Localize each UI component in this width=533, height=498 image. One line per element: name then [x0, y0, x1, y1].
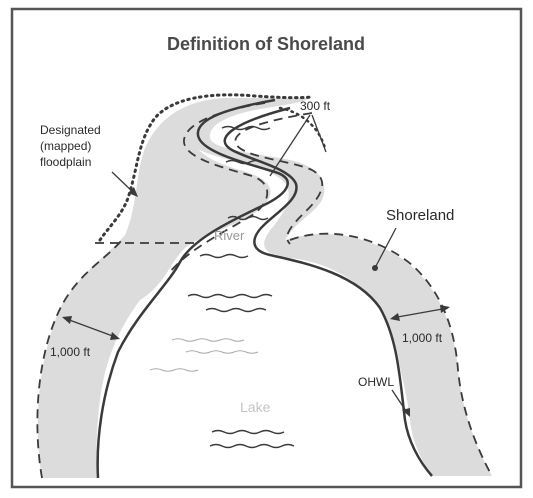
river-label: River — [214, 228, 245, 243]
water-ripples — [187, 125, 295, 449]
arrowhead-left-outer — [62, 316, 72, 324]
shoreland-boundary-left — [36, 239, 123, 479]
dimension-1000ft-right — [391, 307, 449, 319]
floodplain-label-line3: floodplain — [40, 155, 91, 169]
arrowhead-right-inner — [390, 313, 400, 321]
floodplain-boundary — [98, 93, 314, 242]
leader-lines — [63, 114, 449, 415]
ripple-faint-2 — [185, 350, 259, 354]
ripple-lake-2 — [205, 307, 267, 313]
floodplain-boundary-right — [278, 106, 327, 150]
left-1000ft-label: 1,000 ft — [50, 345, 91, 359]
floodplain-label-line2: (mapped) — [40, 139, 91, 153]
lake-area — [97, 246, 432, 478]
arrowhead-floodplain — [128, 187, 138, 197]
ohwl-line-right — [223, 106, 433, 477]
diagram-title: Definition of Shoreland — [167, 34, 365, 54]
ripple-lake-1 — [187, 293, 273, 299]
right-1000ft-label: 1,000 ft — [402, 331, 443, 345]
shoreland-label: Shoreland — [386, 207, 454, 224]
ripple-faint-3 — [149, 368, 199, 372]
leader-300ft-right — [311, 114, 327, 153]
setback-300-label: 300 ft — [300, 99, 331, 113]
dimension-1000ft-left — [63, 317, 119, 339]
ohwl-line-left — [96, 98, 289, 479]
ripple-river-4 — [199, 253, 249, 259]
lake-label: Lake — [240, 399, 271, 415]
arrowhead-ohwl — [402, 408, 410, 417]
setback-300-right — [234, 112, 324, 245]
ohwl-label: OHWL — [358, 375, 394, 389]
ripple-river-2 — [225, 159, 263, 165]
ripple-lake-3 — [211, 429, 285, 435]
floodplain-label-line1: Designated — [40, 123, 101, 137]
leader-shoreland — [375, 227, 397, 267]
leader-300ft-left — [269, 114, 311, 177]
ripple-lake-4 — [209, 443, 295, 449]
setback-300-left — [169, 102, 269, 273]
shoreland-zone — [37, 98, 492, 478]
shoreland-marker-dot — [372, 265, 378, 271]
water-ripples-faint — [149, 338, 259, 372]
arrowhead-right-outer — [440, 305, 450, 313]
arrowhead-left-inner — [110, 332, 120, 340]
ripple-faint-1 — [171, 338, 245, 342]
ripple-river-3 — [227, 215, 269, 221]
ripple-river-1 — [221, 125, 271, 131]
arrowheads — [62, 187, 450, 417]
